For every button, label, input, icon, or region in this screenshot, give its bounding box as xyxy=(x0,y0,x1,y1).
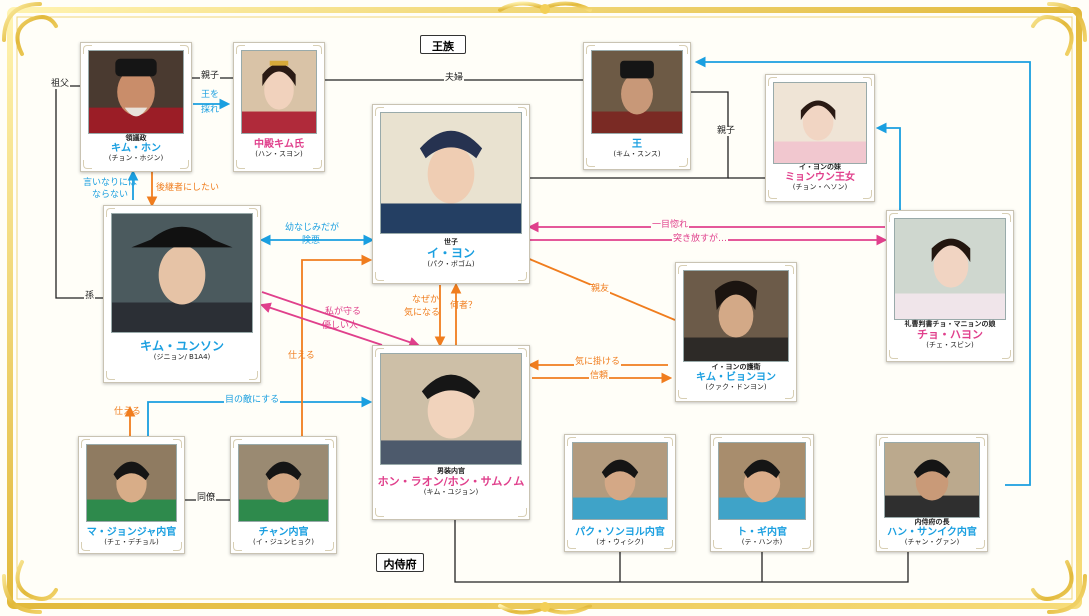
actor-princess: (チョン・ヘソン) xyxy=(792,182,848,191)
photo-park-sonyeol xyxy=(572,442,668,520)
card-ma-jeongja[interactable]: マ・ジョンジャ内官 (チェ・デチョル) xyxy=(78,436,185,554)
label-couple: 夫婦 xyxy=(444,73,465,84)
photo-raon xyxy=(380,353,522,465)
photo-to-gi xyxy=(718,442,806,520)
label-want-successor: 後継者にしたい xyxy=(156,183,220,193)
photo-queen-kim xyxy=(241,50,317,134)
photo-king xyxy=(591,50,683,134)
role-raon: 男装内官 xyxy=(437,467,465,475)
name-byungyeon: キム・ビョンヨン xyxy=(696,371,776,383)
card-yunsung[interactable]: キム・ユンソン (ジニョン/ B1A4) xyxy=(103,205,261,383)
card-hayeon[interactable]: 礼曹判書チョ・マニョンの娘 チョ・ハヨン (チェ・スビン) xyxy=(886,210,1014,362)
label-will-protect: 私が守る xyxy=(325,307,362,317)
role-hayeon: 礼曹判書チョ・マニョンの娘 xyxy=(904,320,996,328)
label-pushes-away: 突き放すが… xyxy=(672,234,729,245)
photo-yunsung xyxy=(111,213,253,333)
actor-yunsung: (ジニョン/ B1A4) xyxy=(153,353,211,362)
label-not-obey-2: ならない xyxy=(92,190,129,200)
section-naishifu: 内侍府 xyxy=(376,553,424,572)
actor-to-gi: (テ・ハンホ) xyxy=(741,538,783,546)
label-parent-child-1: 親子 xyxy=(200,71,221,82)
label-love-at-first-sight: 一目惚れ xyxy=(651,220,690,231)
name-ma-jeongja: マ・ジョンジャ内官 xyxy=(86,527,177,538)
role-byungyeon: イ・ヨンの護衛 xyxy=(711,363,761,371)
card-king[interactable]: 王 (キム・スンス) xyxy=(583,42,691,170)
role-han-sangik: 内侍府の長 xyxy=(914,518,950,526)
role-lee-yeong: 世子 xyxy=(444,238,458,246)
name-to-gi: ト・ギ内官 xyxy=(737,527,787,538)
photo-hayeon xyxy=(894,218,1006,320)
label-childhood-friends-1: 幼なじみだが xyxy=(285,223,340,233)
card-park-sonyeol[interactable]: パク・ソンヨル内官 (オ・ウィシク) xyxy=(564,434,676,552)
label-take-king-2: 採れ xyxy=(201,105,220,115)
label-grandfather: 祖父 xyxy=(50,79,71,90)
role-kim-hon: 領議政 xyxy=(125,134,147,142)
label-parent-child-2: 親子 xyxy=(716,126,737,137)
actor-byungyeon: (クァク・ドンヨン) xyxy=(705,382,767,391)
actor-hayeon: (チェ・スビン) xyxy=(926,340,974,349)
card-raon[interactable]: 男装内官 ホン・ラオン/ホン・サムノム (キム・ユジョン) xyxy=(372,345,530,520)
role-princess: イ・ヨンの妹 xyxy=(799,163,841,171)
label-enemy: 目の敵にする xyxy=(224,395,281,406)
actor-lee-yeong: (パク・ボゴム) xyxy=(427,259,475,268)
card-kim-hon[interactable]: 領議政 キム・ホン (チョン・ホジン) xyxy=(80,42,192,172)
card-han-sangik[interactable]: 内侍府の長 ハン・サンイク内官 (チャン・グァン) xyxy=(876,434,988,552)
actor-han-sangik: (チャン・グァン) xyxy=(904,537,960,546)
label-grandson: 孫 xyxy=(84,291,96,302)
actor-raon: (キム・ユジョン) xyxy=(423,487,479,496)
card-lee-yeong[interactable]: 世子 イ・ヨン (パク・ボゴム) xyxy=(372,104,530,284)
name-hayeon: チョ・ハヨン xyxy=(917,327,983,341)
photo-ma-jeongja xyxy=(86,444,177,522)
label-who-are-you: 何者？ xyxy=(450,301,478,311)
name-princess: ミョンウン王女 xyxy=(785,171,855,183)
card-to-gi[interactable]: ト・ギ内官 (テ・ハンホ) xyxy=(710,434,814,552)
name-queen-kim: 中殿キム氏 xyxy=(254,139,304,150)
name-han-sangik: ハン・サンイク内官 xyxy=(887,526,977,538)
photo-han-sangik xyxy=(884,442,980,518)
card-byungyeon[interactable]: イ・ヨンの護衛 キム・ビョンヨン (クァク・ドンヨン) xyxy=(675,262,797,402)
actor-ma-jeongja: (チェ・デチョル) xyxy=(104,538,159,546)
label-take-king-1: 王を xyxy=(201,90,220,100)
label-not-obey-1: 言いなりには xyxy=(83,178,138,188)
actor-kim-hon: (チョン・ホジン) xyxy=(108,153,164,162)
label-serves-2: 仕える xyxy=(114,407,141,417)
label-curious-1: なぜか xyxy=(412,295,440,305)
label-curious-2: 気になる xyxy=(404,308,441,318)
card-jang[interactable]: チャン内官 (イ・ジュンヒョク) xyxy=(230,436,337,554)
name-lee-yeong: イ・ヨン xyxy=(426,245,475,260)
name-king: 王 xyxy=(632,139,642,150)
label-best-friend: 親友 xyxy=(590,284,611,295)
photo-byungyeon xyxy=(683,270,789,362)
label-cares-about: 気に掛ける xyxy=(574,357,622,368)
label-serves-1: 仕える xyxy=(288,351,315,361)
photo-lee-yeong xyxy=(380,112,522,234)
section-royal-family: 王族 xyxy=(420,35,466,54)
photo-princess xyxy=(773,82,867,164)
card-princess[interactable]: イ・ヨンの妹 ミョンウン王女 (チョン・ヘソン) xyxy=(765,74,875,202)
name-park-sonyeol: パク・ソンヨル内官 xyxy=(575,527,665,538)
actor-king: (キム・スンス) xyxy=(613,150,661,158)
actor-jang: (イ・ジュンヒョク) xyxy=(253,538,314,546)
label-colleague: 同僚 xyxy=(196,493,217,504)
actor-queen-kim: (ハン・スヨン) xyxy=(255,150,303,158)
name-kim-hon: キム・ホン xyxy=(111,142,161,154)
label-kind-person: 優しい人 xyxy=(322,321,359,331)
actor-park-sonyeol: (オ・ウィシク) xyxy=(596,538,644,546)
photo-kim-hon xyxy=(88,50,184,134)
label-childhood-friends-2: 険悪 xyxy=(302,236,321,246)
photo-jang xyxy=(238,444,329,522)
name-jang: チャン内官 xyxy=(258,527,309,538)
card-queen-kim[interactable]: 中殿キム氏 (ハン・スヨン) xyxy=(233,42,325,172)
label-trust: 信頼 xyxy=(589,371,610,382)
name-raon: ホン・ラオン/ホン・サムノム xyxy=(377,474,525,488)
name-yunsung: キム・ユンソン xyxy=(139,339,224,353)
